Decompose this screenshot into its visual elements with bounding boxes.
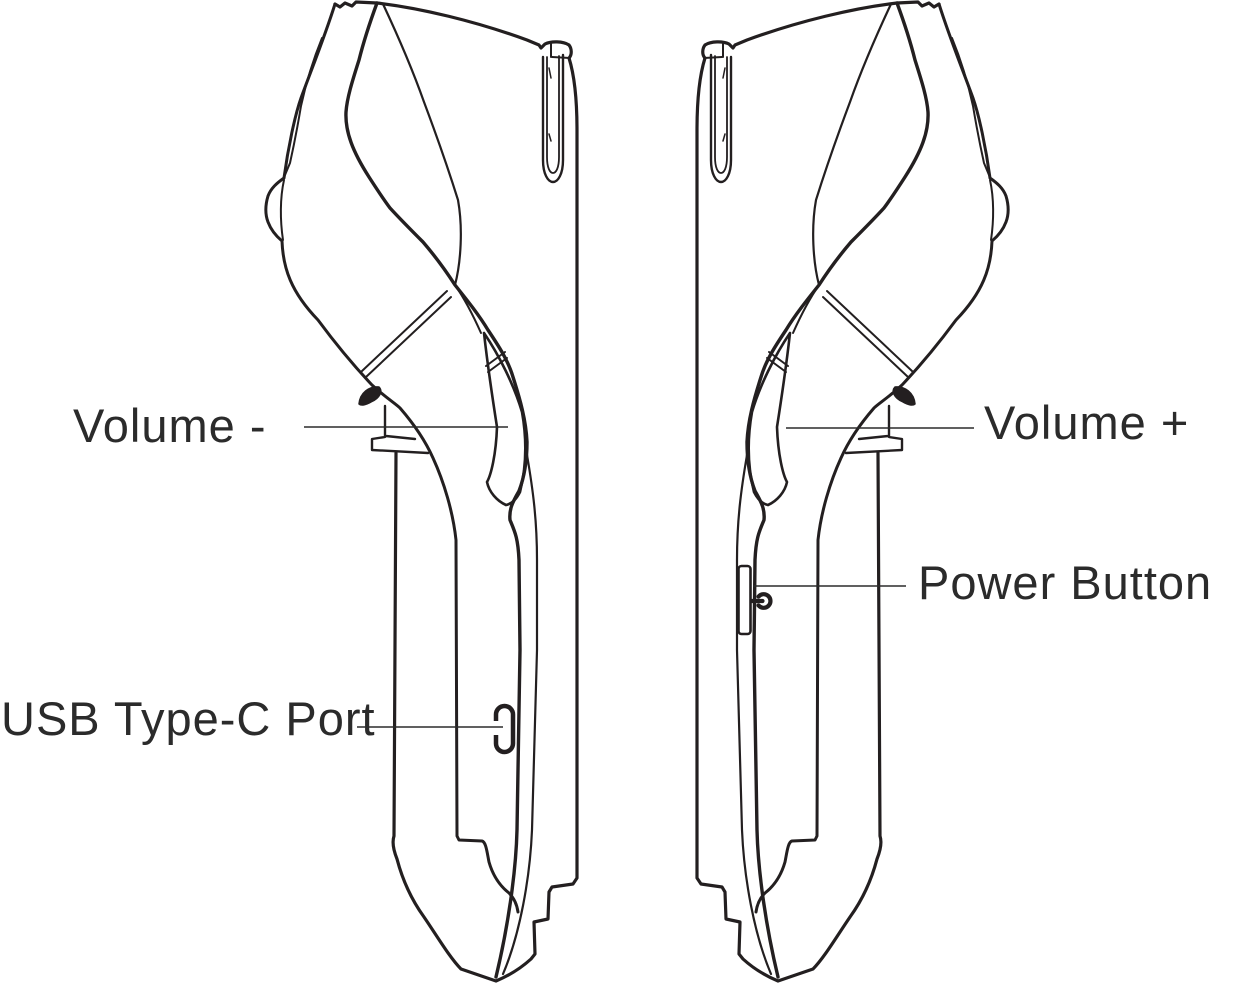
volume-plus-label: Volume + — [984, 396, 1190, 449]
power-button-slot — [737, 564, 752, 636]
device-left-side-view — [264, 0, 579, 983]
device-right-side-view — [695, 0, 1010, 983]
power-icon — [749, 592, 773, 610]
usb-c-port-icon — [492, 703, 516, 755]
volume-minus-label: Volume - — [73, 399, 267, 452]
usb-type-c-port-label: USB Type-C Port — [1, 692, 376, 745]
power-button-label: Power Button — [918, 556, 1213, 609]
